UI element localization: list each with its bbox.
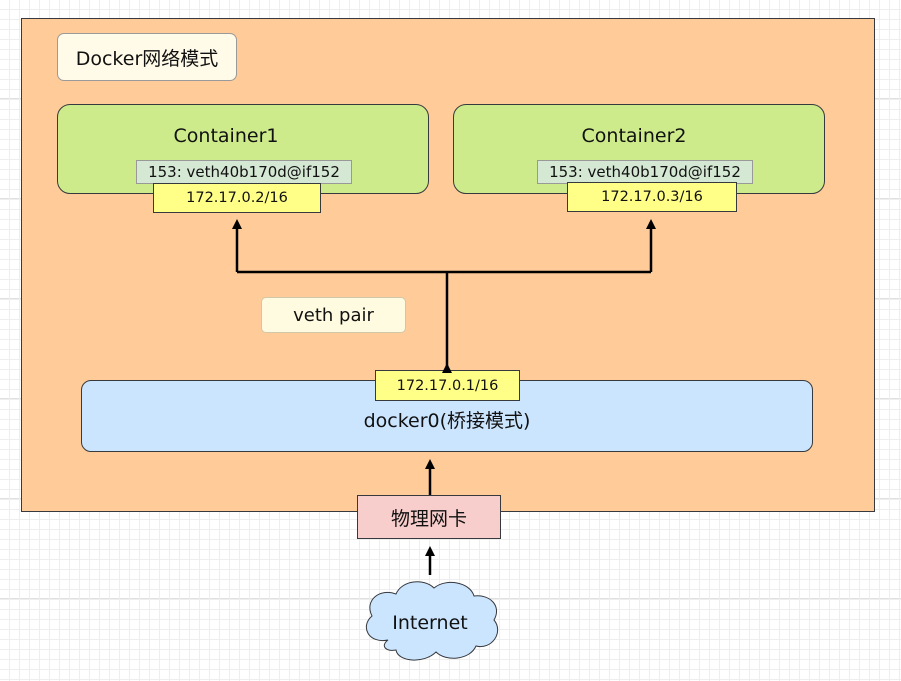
internet-cloud-icon (366, 581, 499, 661)
container1-name: Container1 (173, 125, 279, 147)
physical-nic: 物理网卡 (357, 495, 501, 539)
internet-label: Internet (392, 612, 468, 634)
container2-name: Container2 (581, 125, 687, 147)
diagram-title: Docker网络模式 (57, 33, 237, 81)
bridge-ip: 172.17.0.1/16 (375, 370, 520, 401)
container2-ip: 172.17.0.3/16 (567, 182, 737, 212)
container2-veth-label: 153: veth40b170d@if152 (537, 160, 753, 184)
veth-pair-label: veth pair (261, 297, 406, 333)
container1-ip: 172.17.0.2/16 (153, 183, 321, 213)
